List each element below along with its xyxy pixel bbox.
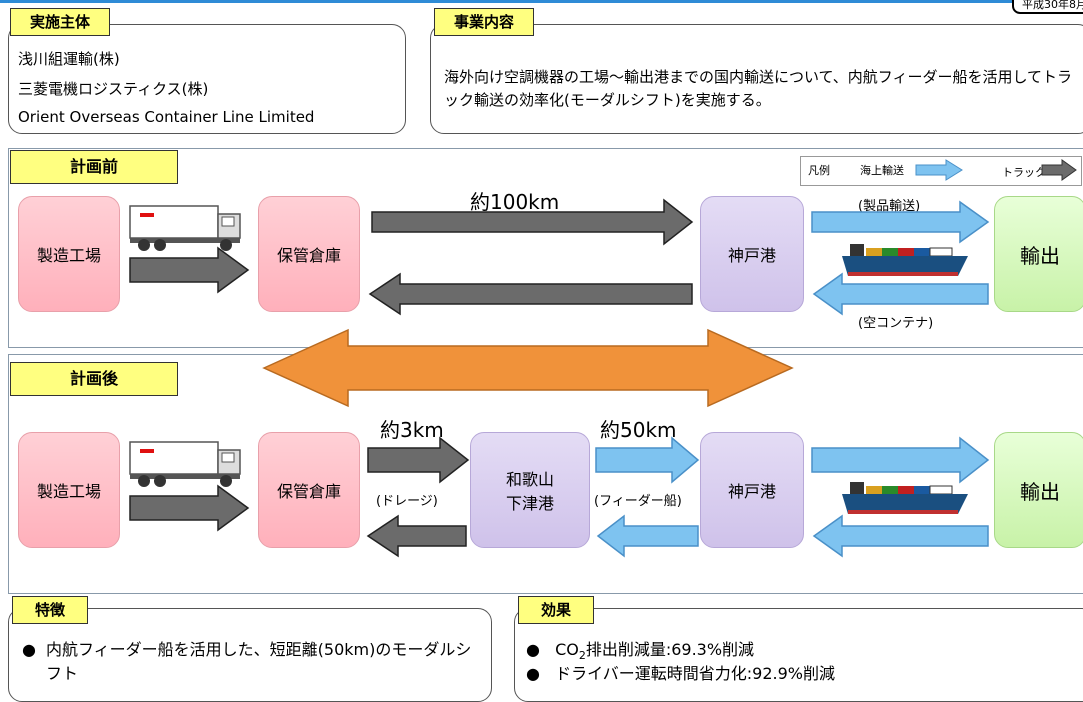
after-sea-kobe-wakayama: [596, 514, 699, 558]
features-item: ● 内航フィーダー船を活用した、短距離(50km)のモーダルシフト: [22, 638, 482, 686]
after-arrow-factory-warehouse: [129, 484, 250, 532]
after-truck-icon: [129, 441, 241, 488]
after-port-kobe: 神戸港: [700, 432, 804, 548]
legend-truck: トラック: [1002, 166, 1046, 179]
after-arrow-warehouse-wakayama: [367, 436, 470, 484]
driver-text: ドライバー運転時間省力化:92.9%削減: [555, 664, 835, 683]
entity-box: [8, 24, 406, 134]
after-ship-icon: [841, 481, 969, 515]
features-item-text: 内航フィーダー船を活用した、短距離(50km)のモーダルシフト: [46, 640, 472, 683]
after-dist-feeder: 約50km: [600, 418, 677, 442]
before-export: 輸出: [994, 196, 1083, 312]
empty-note: (空コンテナ): [858, 316, 934, 331]
co2-rest: 排出削減量:69.3%削減: [585, 640, 755, 659]
legend-sea-arrow: [915, 159, 963, 181]
after-dist-drayage: 約3km: [380, 418, 444, 442]
after-warehouse: 保管倉庫: [258, 432, 360, 548]
content-tag: 事業内容: [434, 8, 534, 36]
entity-tag: 実施主体: [10, 8, 110, 36]
content-box: [430, 24, 1083, 134]
before-label: 計画前: [10, 150, 178, 184]
after-sea-arrow-out: [811, 436, 990, 484]
feeder-note: (フィーダー船): [594, 494, 682, 509]
legend-truck-arrow: [1041, 159, 1077, 181]
after-sea-arrow-back: [812, 514, 989, 558]
after-label: 計画後: [10, 362, 178, 396]
content-text: 海外向け空調機器の工場～輸出港までの国内輸送について、内航フィーダー船を活用して…: [444, 68, 1073, 109]
after-factory: 製造工場: [18, 432, 120, 548]
modal-shift-arrow: [262, 328, 794, 408]
features-tag: 特徴: [12, 596, 88, 624]
entity-2: 三菱電機ロジスティクス(株): [18, 80, 209, 98]
co2-subscript: 2: [578, 649, 586, 663]
effects-driver: ● ドライバー運転時間省力化:92.9%削減: [526, 662, 835, 686]
before-port: 神戸港: [700, 196, 804, 312]
before-factory: 製造工場: [18, 196, 120, 312]
entity-1: 浅川組運輸(株): [18, 50, 120, 68]
entity-3: Orient Overseas Container Line Limited: [18, 108, 315, 126]
after-arrow-wakayama-warehouse: [366, 514, 467, 558]
co2-prefix: CO: [555, 640, 579, 659]
before-warehouse: 保管倉庫: [258, 196, 360, 312]
after-sea-wakayama-kobe: [595, 436, 700, 484]
effects-co2: ● CO2排出削減量:69.3%削減: [526, 638, 754, 668]
features-box: [8, 608, 492, 702]
bullet-icon: ●: [526, 664, 540, 683]
bullet-icon: ●: [22, 640, 36, 659]
legend-sea: 海上輸送: [860, 164, 904, 177]
drayage-note: (ドレージ): [376, 494, 438, 509]
bullet-icon: ●: [526, 640, 540, 659]
before-arrow-factory-warehouse: [129, 246, 250, 294]
before-sea-arrow-back: [812, 272, 989, 316]
approval-date: 平成30年8月1日 認定: [1012, 0, 1083, 14]
before-truck-icon: [129, 205, 241, 252]
top-accent-line: [0, 0, 1083, 3]
product-note: (製品輸送): [858, 199, 921, 214]
before-arrow-warehouse-port: [371, 198, 694, 246]
before-sea-arrow-out: [811, 200, 990, 244]
before-arrow-port-warehouse: [368, 272, 693, 316]
after-export: 輸出: [994, 432, 1083, 548]
before-distance: 約100km: [470, 190, 560, 214]
after-port-wakayama: 和歌山 下津港: [470, 432, 590, 548]
before-ship-icon: [841, 243, 969, 277]
legend-title: 凡例: [808, 164, 830, 177]
effects-tag: 効果: [518, 596, 594, 624]
